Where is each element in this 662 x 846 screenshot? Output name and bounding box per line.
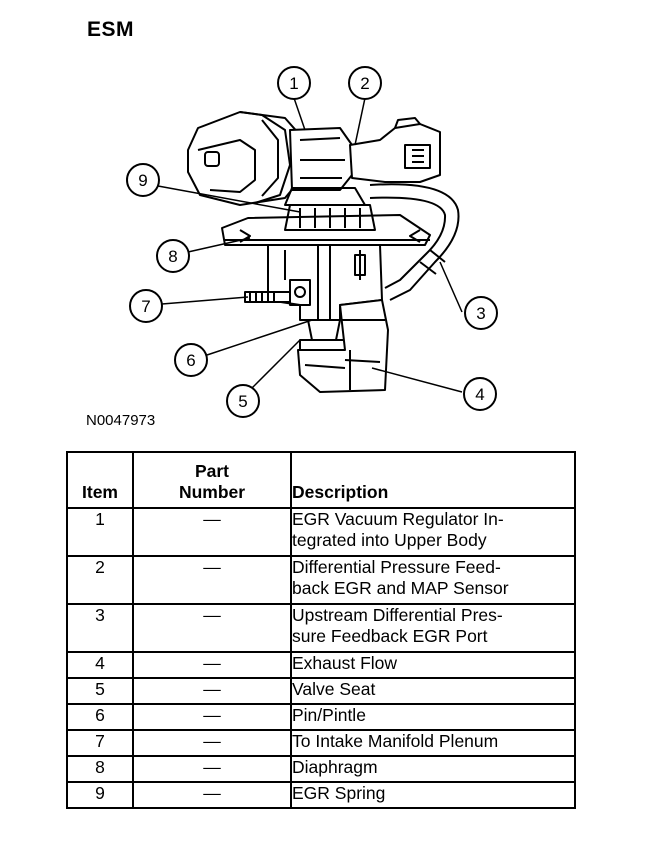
parts-table: Item Part Number Description 1 — EGR Vac… [66,451,576,809]
header-part-line2: Number [178,482,246,502]
table-row: 9 — EGR Spring [66,781,576,809]
diaphragm-housing-drawing [221,204,431,246]
svg-text:3: 3 [476,304,485,323]
cell-item: 1 [66,507,134,557]
cell-description: EGR Vacuum Regulator In- tegrated into U… [290,507,576,557]
figure-code: N0047973 [86,412,156,429]
table-row: 8 — Diaphragm [66,755,576,783]
header-item: Item [66,451,134,509]
callout-4: 4 [463,377,497,411]
cell-description: EGR Spring [290,781,576,809]
description-line: sure Feedback EGR Port [292,626,488,646]
description-line: Upstream Differential Pres- [292,605,503,625]
cell-item: 9 [66,781,134,809]
cell-part-number: — [132,755,292,783]
callout-8: 8 [156,239,190,273]
cell-part-number: — [132,651,292,679]
cell-description: Valve Seat [290,677,576,705]
table-row: 6 — Pin/Pintle [66,703,576,731]
cell-description: Pin/Pintle [290,703,576,731]
callout-9: 9 [126,163,160,197]
cell-description: To Intake Manifold Plenum [290,729,576,757]
svg-text:6: 6 [186,351,195,370]
callout-5: 5 [226,384,260,418]
cell-item: 2 [66,555,134,605]
intake-bolt-drawing [244,291,291,303]
cell-part-number: — [132,781,292,809]
table-row: 7 — To Intake Manifold Plenum [66,729,576,757]
header-description: Description [290,451,576,509]
cell-part-number: — [132,703,292,731]
callout-7: 7 [129,289,163,323]
cell-item: 8 [66,755,134,783]
cell-part-number: — [132,507,292,557]
table-row: 4 — Exhaust Flow [66,651,576,679]
cell-item: 3 [66,603,134,653]
table-header-row: Item Part Number Description [66,451,576,509]
cell-description: Upstream Differential Pres- sure Feedbac… [290,603,576,653]
vacuum-regulator-drawing [187,111,301,206]
table-row: 2 — Differential Pressure Feed- back EGR… [66,555,576,605]
page-title: ESM [87,18,135,41]
cell-item: 7 [66,729,134,757]
svg-text:7: 7 [141,297,150,316]
cell-part-number: — [132,729,292,757]
table-row: 3 — Upstream Differential Pres- sure Fee… [66,603,576,653]
callout-1: 1 [277,66,311,100]
header-part-number: Part Number [132,451,292,509]
exhaust-outlet-drawing [297,299,389,393]
svg-text:5: 5 [238,392,247,411]
cell-item: 5 [66,677,134,705]
callout-2: 2 [348,66,382,100]
svg-text:1: 1 [289,74,298,93]
description-line: Differential Pressure Feed- [292,557,501,577]
feedback-hose-drawing [369,183,460,301]
description-line: back EGR and MAP Sensor [292,578,509,598]
svg-text:8: 8 [168,247,177,266]
table-row: 1 — EGR Vacuum Regulator In- tegrated in… [66,507,576,557]
cell-part-number: — [132,603,292,653]
map-sensor-drawing [349,117,441,183]
cell-item: 6 [66,703,134,731]
description-line: tegrated into Upper Body [292,530,487,550]
cell-item: 4 [66,651,134,679]
cell-part-number: — [132,555,292,605]
callout-6: 6 [174,343,208,377]
svg-text:2: 2 [360,74,369,93]
header-part-line1: Part [194,461,230,481]
cell-description: Diaphragm [290,755,576,783]
cell-description: Exhaust Flow [290,651,576,679]
cell-part-number: — [132,677,292,705]
cell-description: Differential Pressure Feed- back EGR and… [290,555,576,605]
callout-3: 3 [464,296,498,330]
egr-valve-illustration: 1 2 9 8 7 6 5 3 [126,66,498,418]
table-row: 5 — Valve Seat [66,677,576,705]
svg-text:9: 9 [138,171,147,190]
svg-text:4: 4 [475,385,484,404]
description-line: EGR Vacuum Regulator In- [292,509,504,529]
